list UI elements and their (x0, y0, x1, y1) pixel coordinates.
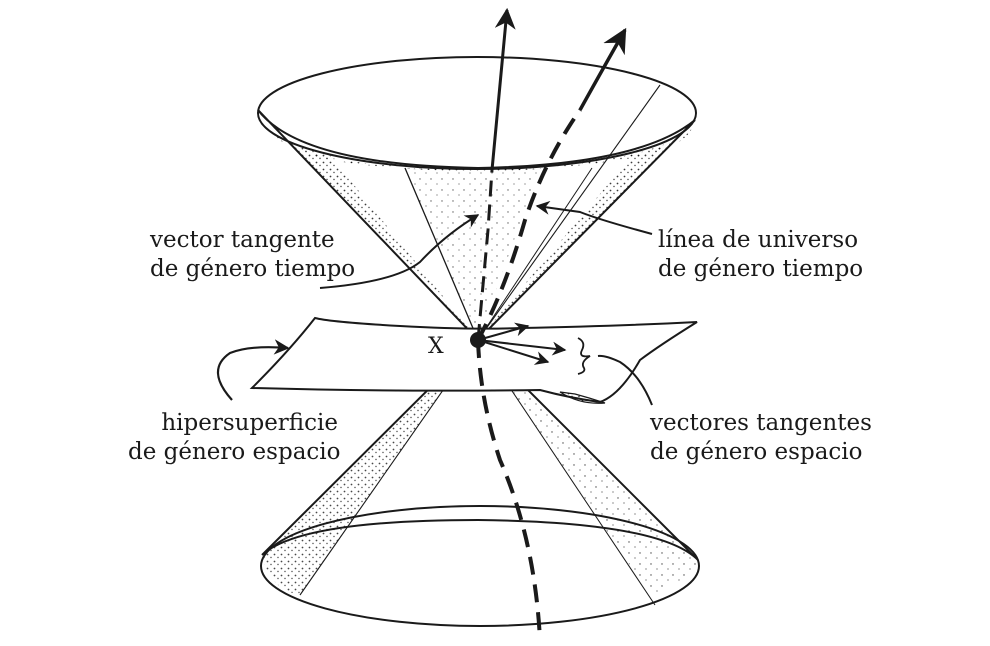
label-timelike-tangent-vector: vector tangente de género tiempo (150, 226, 356, 284)
future-cone-generator-right (477, 84, 661, 341)
label-timelike-tangent-vector-line-2: de género tiempo (150, 256, 356, 282)
label-timelike-worldline-line-2: de género tiempo (658, 256, 864, 282)
hypersurface-sheet (249, 316, 698, 404)
spacelike-vector-1 (477, 322, 530, 341)
spacelike-vector-3 (477, 339, 550, 365)
future-cone-generator-left (404, 167, 479, 341)
future-cone-shade-inner (405, 168, 540, 340)
leader-lines (216, 200, 653, 406)
label-spacelike-tangent-vectors-line-1: vectores tangentes (650, 410, 872, 436)
past-cone-shade-left (262, 340, 478, 595)
leader-hypersurface (216, 339, 290, 401)
spacelike-tangent-vectors (477, 322, 591, 375)
label-timelike-worldline-line-1: línea de universo (658, 227, 859, 253)
spacelike-hypersurface-sheet (249, 316, 698, 404)
future-cone-shade-left (258, 110, 478, 340)
event-point-dot (470, 332, 486, 348)
past-cone-rim (260, 505, 700, 627)
spacelike-vector-2 (477, 339, 567, 356)
future-cone-shade-right (478, 120, 695, 340)
leader-worldline (535, 200, 653, 235)
past-cone-shade-right (478, 340, 698, 595)
tangent-vector-dashed (476, 169, 494, 341)
label-timelike-tangent-vector-line-1: vector tangente (150, 227, 335, 253)
spacelike-vectors-brace (577, 337, 591, 375)
worldline-solid-top (578, 27, 627, 111)
worldline-dashed-upper (476, 108, 582, 341)
past-light-cone (260, 338, 700, 627)
label-spacelike-hypersurface-line-2: de género espacio (128, 439, 341, 465)
label-event-point: X (428, 334, 444, 359)
tangent-vector-solid (490, 7, 516, 171)
leader-tangent-vector (319, 214, 480, 289)
label-spacelike-tangent-vectors-line-2: de género espacio (650, 439, 863, 465)
worldline-dashed-lower (476, 339, 542, 641)
label-spacelike-hypersurface-line-1: hipersuperficie (161, 410, 338, 436)
label-spacelike-tangent-vectors: vectores tangentes de género espacio (650, 409, 872, 467)
future-cone-generator-inner (477, 167, 593, 341)
hypersurface-curl (559, 391, 606, 404)
future-light-cone (257, 56, 697, 342)
leader-spacelike-vectors (597, 354, 653, 406)
label-timelike-worldline: línea de universo de género tiempo (658, 226, 864, 284)
future-cone-rim (257, 56, 697, 170)
label-spacelike-hypersurface: hipersuperficie de género espacio (128, 409, 341, 467)
